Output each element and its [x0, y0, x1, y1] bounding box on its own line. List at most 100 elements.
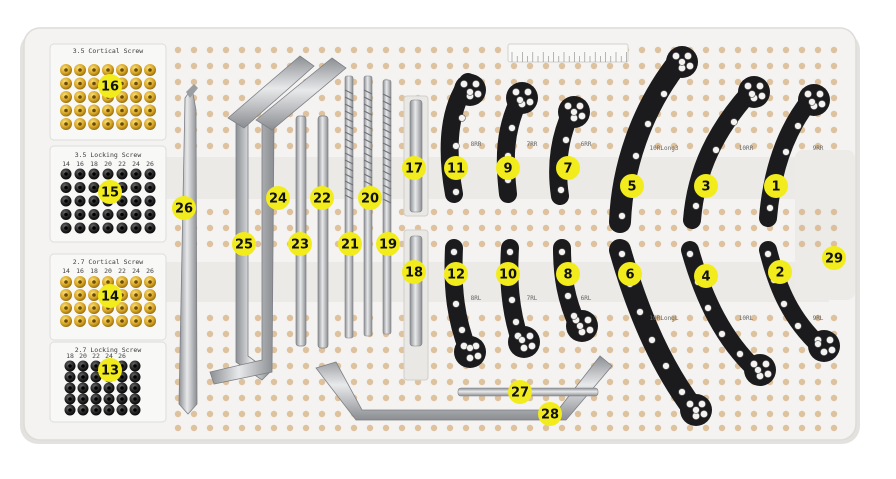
plate-hole — [692, 202, 700, 210]
callout-badge-number: 18 — [405, 266, 423, 281]
tray-hole — [558, 314, 566, 322]
drill-flute — [344, 103, 354, 109]
tray-hole — [558, 346, 566, 354]
screw-recess — [64, 68, 68, 72]
tray-hole — [206, 46, 214, 54]
screw-recess — [94, 397, 98, 401]
drill-flute — [382, 128, 392, 134]
callout-badge-number: 12 — [447, 268, 465, 283]
tray-hole — [702, 330, 710, 338]
tray-hole — [830, 62, 838, 70]
tray-hole — [590, 62, 598, 70]
screw-size-label: 18 — [66, 352, 74, 360]
callout-badge: 2 — [768, 260, 792, 284]
tray-hole — [558, 424, 566, 432]
screw-recess — [120, 199, 124, 203]
drill-flute — [363, 180, 373, 186]
callout-badge: 28 — [538, 402, 562, 426]
screw-box-title: 2.7 Cortical Screw — [73, 258, 144, 266]
plate-hole — [814, 340, 822, 348]
tray-hole — [526, 62, 534, 70]
tray-hole — [494, 330, 502, 338]
tray-hole — [382, 346, 390, 354]
screw-recess — [148, 319, 152, 323]
callout-badge: 22 — [310, 186, 334, 210]
screw-recess — [78, 293, 82, 297]
tray-hole — [782, 62, 790, 70]
drill-flute — [363, 110, 373, 116]
callout-badge-circle — [98, 180, 122, 204]
screw-recess — [92, 226, 96, 230]
tray-hole — [814, 394, 822, 402]
tray-hole — [734, 314, 742, 322]
tray-hole — [238, 424, 246, 432]
tray-hole — [542, 62, 550, 70]
tray-hole — [318, 410, 326, 418]
tray-hole — [350, 62, 358, 70]
tray-hole — [526, 314, 534, 322]
drill-flute — [363, 166, 373, 172]
tray-hole — [686, 424, 694, 432]
tray-hole — [478, 424, 486, 432]
drill-flute — [382, 93, 392, 99]
tray-hole — [606, 410, 614, 418]
tray-hole — [750, 224, 758, 232]
tray-hole — [446, 346, 454, 354]
tray-hole — [318, 94, 326, 102]
plate-hole — [712, 146, 720, 154]
plate-hole — [636, 308, 644, 316]
drill-flute — [344, 96, 354, 102]
screw-recess — [120, 226, 124, 230]
tray-hole — [478, 378, 486, 386]
screw-recess — [120, 386, 124, 390]
tray-hole — [430, 330, 438, 338]
tray-hole — [622, 314, 630, 322]
tray-hole — [222, 142, 230, 150]
plate-hole — [754, 366, 762, 374]
plate-size-label: 6RR — [581, 141, 592, 148]
tray-hole — [222, 94, 230, 102]
screw-recess — [134, 226, 138, 230]
callout-badge-circle — [538, 402, 562, 426]
tray-hole — [782, 208, 790, 216]
tray-hole — [414, 78, 422, 86]
plate-size-label: 8RR — [471, 141, 482, 148]
tray-hole — [558, 362, 566, 370]
plate-hole — [686, 250, 694, 258]
drill-flute — [363, 131, 373, 137]
tray-hole — [302, 362, 310, 370]
tray-hole — [430, 62, 438, 70]
tray-hole — [366, 424, 374, 432]
drill-flute — [344, 145, 354, 151]
callout-badge: 3 — [694, 174, 718, 198]
tray-hole — [334, 110, 342, 118]
callout-badge-circle — [768, 260, 792, 284]
screw-recess — [92, 185, 96, 190]
callout-badge: 7 — [556, 156, 580, 180]
tray-hole — [638, 362, 646, 370]
tray-hole — [382, 46, 390, 54]
tray-hole — [302, 46, 310, 54]
tray-hole — [302, 110, 310, 118]
tray-hole — [238, 78, 246, 86]
tray-hole — [254, 46, 262, 54]
tray-hole — [814, 424, 822, 432]
callout-badge-number: 5 — [627, 180, 636, 195]
drill-flute — [344, 110, 354, 116]
drill-guide-18 — [403, 229, 429, 381]
callout-badge: 4 — [694, 264, 718, 288]
tray-hole — [606, 78, 614, 86]
tray-hole — [510, 424, 518, 432]
tray-hole — [350, 346, 358, 354]
tray-hole — [494, 46, 502, 54]
tray-hole — [206, 330, 214, 338]
tray-hole — [254, 240, 262, 248]
tray-hole — [590, 110, 598, 118]
plate-hole — [452, 300, 460, 308]
tray-hole — [830, 378, 838, 386]
tray-hole — [782, 410, 790, 418]
callout-badge: 8 — [556, 262, 580, 286]
tray-hole — [494, 394, 502, 402]
tray-hole — [702, 240, 710, 248]
screw-recess — [64, 280, 68, 284]
